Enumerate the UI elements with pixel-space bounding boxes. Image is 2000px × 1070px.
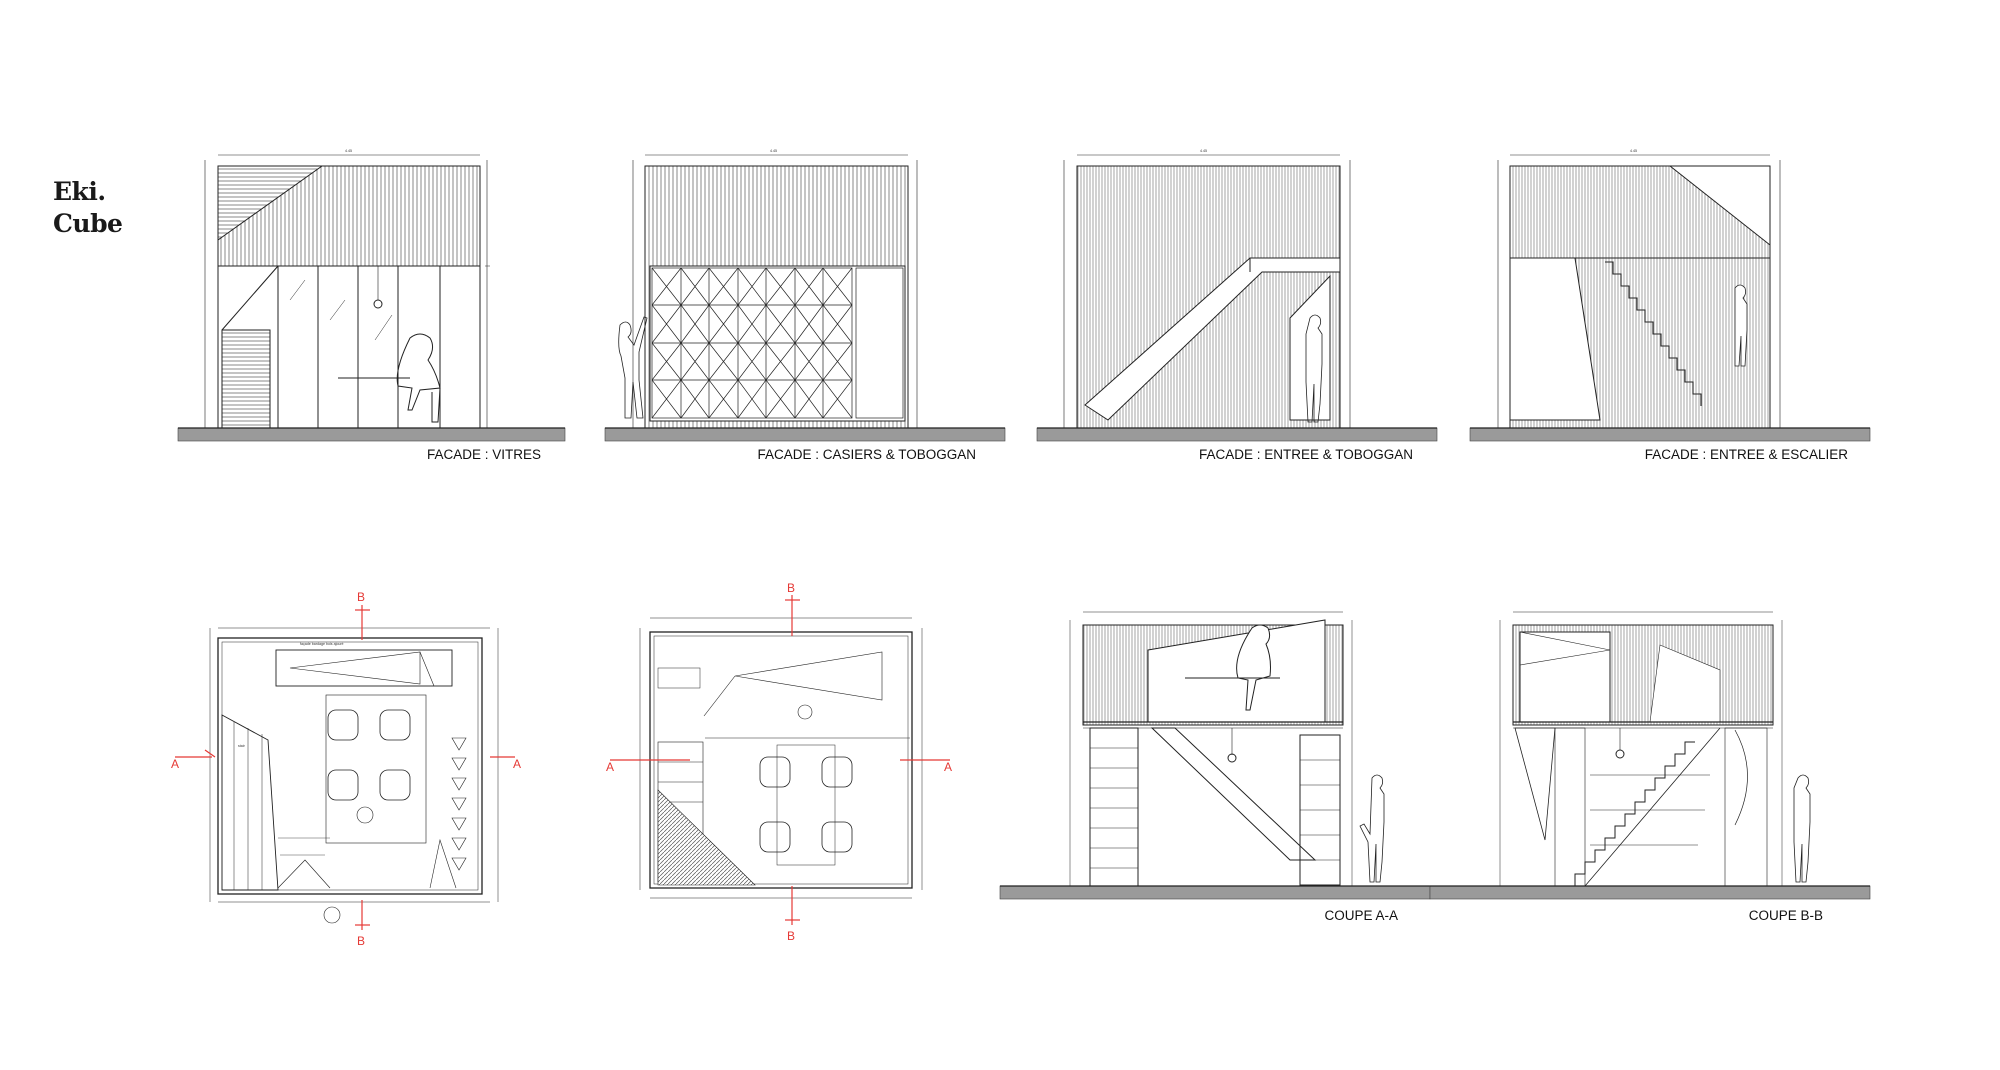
elevation-entree-escalier: 4.45 (1497, 149, 1781, 430)
elevation-vitres: 4.45 (204, 149, 490, 430)
cut-marker-a-right: A (513, 757, 521, 771)
cut-marker-a-left-2: A (606, 760, 614, 774)
ground-line-1 (177, 427, 566, 442)
caption-facade-casiers: FACADE : CASIERS & TOBOGGAN (757, 447, 976, 462)
section-b-b (1499, 611, 1811, 890)
cut-marker-b-bottom-2: B (787, 929, 795, 943)
brand-line-1: Eki. (53, 177, 106, 206)
cut-marker-b-bottom: B (357, 934, 365, 948)
section-cuts-plan-ground (175, 605, 515, 930)
caption-facade-vitres: FACADE : VITRES (427, 447, 541, 462)
floor-plan-mezzanine (639, 617, 923, 899)
section-cuts-plan-mezzanine (610, 595, 950, 925)
ground-line-2 (604, 427, 1006, 442)
svg-text:façade bardage bois ajouré: façade bardage bois ajouré (300, 642, 344, 646)
elevation-casiers: 4.45 (618, 149, 918, 430)
caption-facade-entree-toboggan: FACADE : ENTREE & TOBOGGAN (1199, 447, 1413, 462)
section-a-a (1069, 611, 1385, 890)
svg-text:4.45: 4.45 (770, 149, 777, 153)
ground-line-4 (1469, 427, 1871, 442)
caption-facade-entree-escalier: FACADE : ENTREE & ESCALIER (1645, 447, 1849, 462)
elevation-entree-toboggan: 4.45 (1063, 149, 1351, 430)
ground-line-5 (999, 885, 1431, 900)
ground-line-6 (1429, 885, 1871, 900)
svg-text:4.45: 4.45 (345, 149, 352, 153)
ground-line-3 (1036, 427, 1438, 442)
cut-marker-a-right-2: A (944, 760, 952, 774)
floor-plan-ground: façade bardage bois ajouré stair (209, 627, 499, 924)
brand-logo: Eki. Cube (53, 176, 123, 240)
svg-text:4.45: 4.45 (1630, 149, 1637, 153)
caption-coupe-a-a: COUPE A-A (1324, 908, 1398, 923)
cut-marker-b-top: B (357, 590, 365, 604)
brand-line-2: Cube (53, 209, 123, 238)
caption-coupe-b-b: COUPE B-B (1749, 908, 1823, 923)
cut-marker-a-left: A (171, 757, 179, 771)
svg-text:stair: stair (238, 744, 246, 748)
cut-marker-b-top-2: B (787, 581, 795, 595)
svg-text:4.45: 4.45 (1200, 149, 1207, 153)
